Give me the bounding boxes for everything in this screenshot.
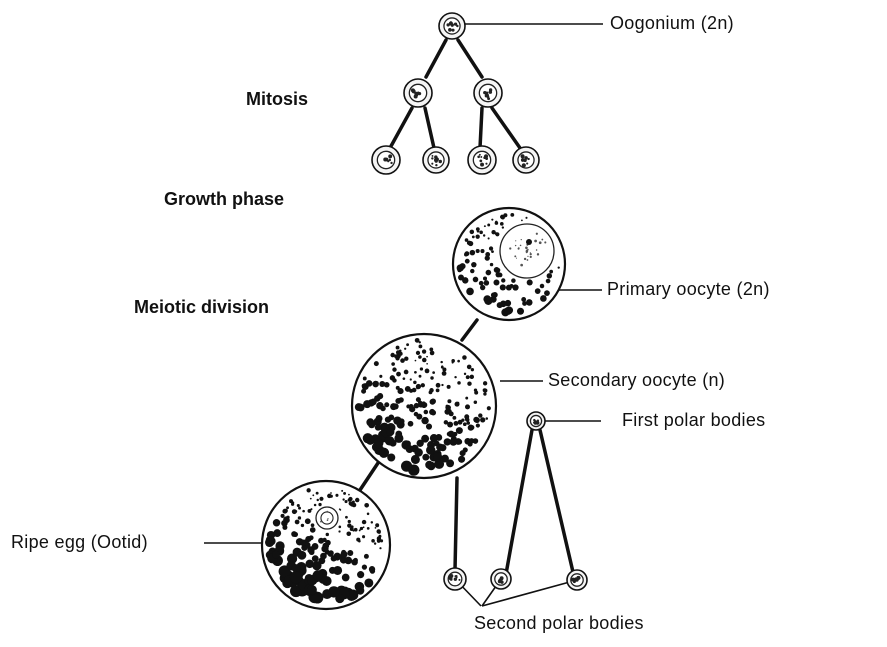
label-secondary-oocyte: Secondary oocyte (n) <box>548 371 725 389</box>
label-primary-oocyte: Primary oocyte (2n) <box>607 280 770 298</box>
label-first-polar-bodies: First polar bodies <box>622 411 765 429</box>
stage-label-growth-phase: Growth phase <box>164 190 284 208</box>
mitosis-cell-6 <box>513 147 539 173</box>
second-polar-body-2 <box>491 569 511 589</box>
line-secondary-polar <box>455 478 457 570</box>
mitosis-cell-1 <box>404 79 432 107</box>
second-polar-body-1 <box>444 568 466 590</box>
label-ripe-egg: Ripe egg (Ootid) <box>11 533 148 551</box>
ripe-egg-cell <box>262 481 390 609</box>
line-oogonium-left <box>426 40 446 77</box>
lineage-lines <box>360 40 576 585</box>
mitosis-cell-5 <box>468 146 496 174</box>
line-secondary-egg <box>360 460 380 490</box>
line-polar-left <box>504 430 532 585</box>
oogonium-cell <box>439 13 465 39</box>
mitosis-cell-3 <box>372 146 400 174</box>
mitosis-cell-4 <box>423 147 449 173</box>
line-oogonium-right <box>458 40 482 77</box>
line-primary-secondary <box>462 320 477 340</box>
stage-label-mitosis: Mitosis <box>246 90 308 108</box>
secondary-oocyte-cell <box>352 334 496 478</box>
line-mitosis-1a <box>390 108 412 148</box>
primary-oocyte-cell <box>453 208 565 320</box>
line-mitosis-2a <box>480 108 482 148</box>
mitosis-cell-2 <box>474 79 502 107</box>
line-mitosis-2b <box>492 108 520 148</box>
stage-label-meiotic-division: Meiotic division <box>134 298 269 316</box>
line-polar-right <box>540 430 576 585</box>
second-polar-body-3 <box>567 570 587 590</box>
line-mitosis-1b <box>425 108 434 148</box>
label-oogonium: Oogonium (2n) <box>610 14 734 32</box>
first-polar-body <box>527 412 545 430</box>
label-second-polar-bodies: Second polar bodies <box>474 614 644 632</box>
